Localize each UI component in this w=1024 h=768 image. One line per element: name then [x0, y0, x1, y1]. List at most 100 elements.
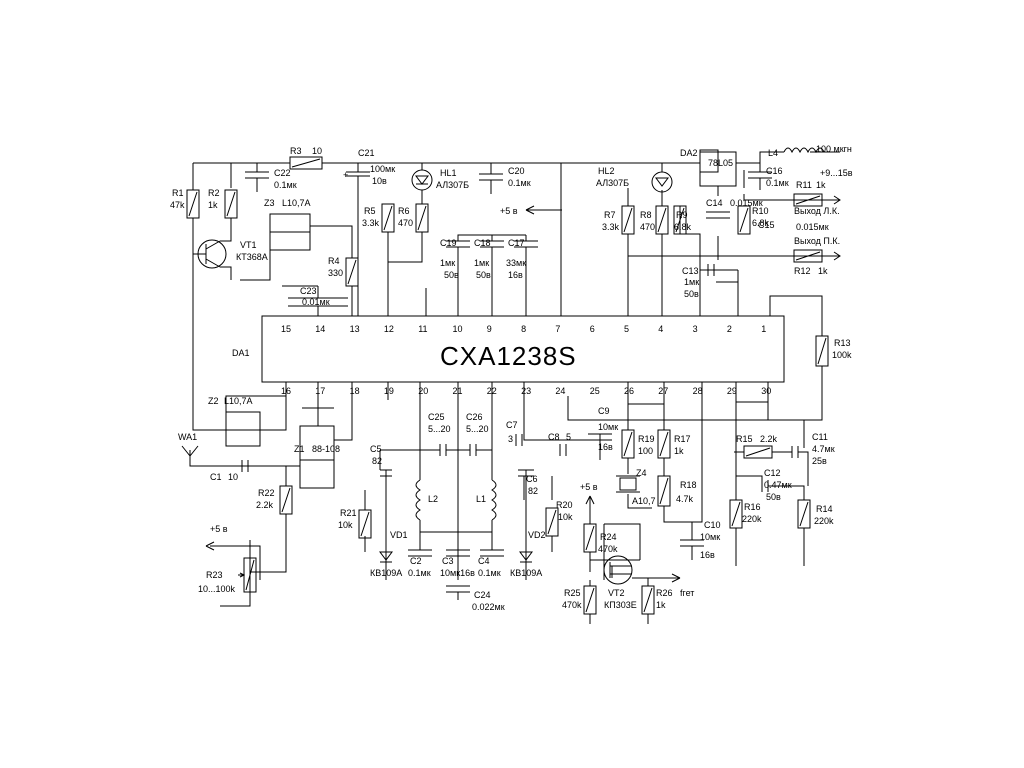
c9-voltage: 16в: [598, 442, 613, 452]
r8-label: R8: [640, 210, 652, 220]
ic-pin-3: 3: [693, 324, 698, 334]
led-hl1: [411, 169, 433, 191]
c16-value: 0.1мк: [766, 178, 789, 188]
svg-text:+: +: [343, 170, 348, 180]
r20-value: 10k: [558, 512, 573, 522]
c26-value: 5...20: [466, 424, 489, 434]
ic-pin-6: 6: [590, 324, 595, 334]
c18-value: 1мк: [474, 258, 489, 268]
r8-value: 470: [640, 222, 655, 232]
c11-value: 4.7мк: [812, 444, 835, 454]
z1-label: Z1: [294, 444, 305, 454]
c13-label: C13: [682, 266, 699, 276]
resistor-r2: [224, 189, 238, 219]
fget-label: fгет: [680, 588, 694, 598]
resistor-r13: [815, 335, 829, 367]
c12-value: 0.47мк: [764, 480, 792, 490]
resistor-r9: [673, 205, 687, 235]
c19-label: C19: [440, 238, 457, 248]
l1-label: L1: [476, 494, 486, 504]
c10-value: 10мк: [700, 532, 720, 542]
ic-pin-10: 10: [453, 324, 463, 334]
r25-label: R25: [564, 588, 581, 598]
c7-label: C7: [506, 420, 518, 430]
c18-label: C18: [474, 238, 491, 248]
z3-label: Z3: [264, 198, 275, 208]
resistor-r4: [345, 257, 359, 287]
c25-label: C25: [428, 412, 445, 422]
r11-value: 1k: [816, 180, 826, 190]
resistor-r24: [583, 523, 597, 553]
resistor-r5: [381, 203, 395, 233]
vt2-label: VT2: [608, 588, 625, 598]
bottom-left-wiring: [189, 382, 601, 607]
vd1-label: VD1: [390, 530, 408, 540]
ic-pin-28: 28: [693, 386, 703, 396]
ic-pin-19: 19: [384, 386, 394, 396]
ic-pin-8: 8: [521, 324, 526, 334]
c23-value: 0.01мк: [302, 297, 330, 307]
c22-value: 0.1мк: [274, 180, 297, 190]
c24-label: C24: [474, 590, 491, 600]
c12-label: C12: [764, 468, 781, 478]
bottom-right-wiring: [589, 382, 809, 624]
ic-pin-23: 23: [521, 386, 531, 396]
resistor-r3: [289, 156, 323, 170]
r17-label: R17: [674, 434, 691, 444]
c20-value: 0.1мк: [508, 178, 531, 188]
top-right-wiring: [567, 149, 840, 421]
vt2-value: КП303Е: [604, 600, 637, 610]
c19-voltage: 50в: [444, 270, 459, 280]
hl2-value: АЛ307Б: [596, 178, 629, 188]
inductor-l1: [491, 479, 497, 521]
ic-ref: DA1: [232, 348, 250, 358]
c14-value: 0.015мк: [730, 198, 763, 208]
r11-label: R11: [796, 180, 812, 190]
c8-value: 5: [566, 432, 571, 442]
c2-value: 0.1мк: [408, 568, 431, 578]
out-left-label: Выход Л.К.: [794, 206, 840, 216]
ic-pin-24: 24: [555, 386, 565, 396]
r21-label: R21: [340, 508, 357, 518]
c3-value: 10мк16в: [440, 568, 475, 578]
ic-pin-9: 9: [487, 324, 492, 334]
c13-value: 1мк: [684, 277, 699, 287]
r3-label: R3: [290, 146, 302, 156]
ic-pin-15: 15: [281, 324, 291, 334]
ic-pin-20: 20: [418, 386, 428, 396]
r6-value: 470: [398, 218, 413, 228]
ic-name: CXA1238S: [440, 341, 577, 371]
plus5-label-b: +5 в: [210, 524, 228, 534]
resistor-r19: [621, 429, 635, 459]
r7-value: 3.3k: [602, 222, 620, 232]
z2-label: Z2: [208, 396, 219, 406]
vd1-value: КВ109А: [370, 568, 402, 578]
inductor-l4: [783, 147, 825, 154]
c24-value: 0.022мк: [472, 602, 505, 612]
ic-pin-29: 29: [727, 386, 737, 396]
c3-label: C3: [442, 556, 454, 566]
hl1-label: HL1: [440, 168, 457, 178]
da2-label: DA2: [680, 148, 698, 158]
r19-value: 100: [638, 446, 653, 456]
c19-value: 1мк: [440, 258, 455, 268]
c15-value: 0.015мк: [796, 222, 829, 232]
resistor-r7: [621, 205, 635, 235]
r10-value: 6.8k: [752, 218, 770, 228]
top-rail-wiring: [192, 162, 700, 431]
r24-label: R24: [600, 532, 617, 542]
z4-value: А10,7: [632, 496, 656, 506]
ic-pin-14: 14: [315, 324, 325, 334]
c8-label: C8: [548, 432, 560, 442]
c25-value: 5...20: [428, 424, 451, 434]
c5-label: C5: [370, 444, 382, 454]
c5-value: 82: [372, 456, 382, 466]
resistor-r16: [729, 499, 743, 529]
ic-pin-18: 18: [350, 386, 360, 396]
resistor-r25: [583, 585, 597, 615]
c9-value: 10мк: [598, 422, 618, 432]
r12-value: 1k: [818, 266, 828, 276]
r7-label: R7: [604, 210, 616, 220]
resistor-r15: [743, 445, 773, 459]
